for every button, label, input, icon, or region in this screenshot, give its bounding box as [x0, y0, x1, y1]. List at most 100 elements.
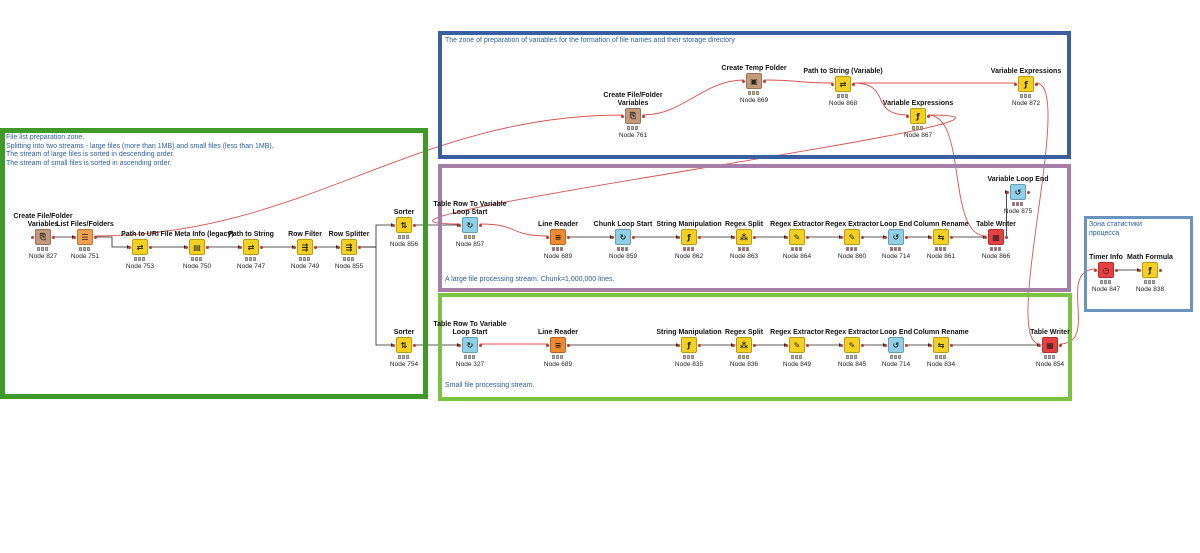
variable-port-out[interactable] — [567, 236, 570, 239]
variable-port-out[interactable] — [1059, 344, 1062, 347]
folder-variables-icon[interactable]: ⎘ — [625, 108, 641, 124]
variable-port-in[interactable] — [1014, 83, 1017, 86]
node-n857[interactable]: Table Row To Variable Loop Start↻Node 85… — [433, 190, 506, 254]
variable-port-out[interactable] — [852, 83, 855, 86]
variable-port-out[interactable] — [950, 344, 953, 347]
variable-port-in[interactable] — [293, 246, 296, 249]
loop-start-icon[interactable]: ↻ — [615, 229, 631, 245]
node-n747[interactable]: Path to String⇄Node 747 — [216, 212, 286, 276]
variable-port-in[interactable] — [337, 246, 340, 249]
regex-extractor-icon[interactable]: ✎ — [844, 337, 860, 353]
variable-connection[interactable] — [642, 79, 745, 116]
node-n327[interactable]: Table Row To Variable Loop Start↻Node 32… — [433, 310, 506, 374]
variable-port-out[interactable] — [567, 344, 570, 347]
variable-port-in[interactable] — [621, 115, 624, 118]
node-n836[interactable]: Regex Split⁂Node 836 — [709, 310, 779, 374]
variable-port-out[interactable] — [1005, 236, 1008, 239]
variable-port-out[interactable] — [413, 344, 416, 347]
data-connection[interactable] — [358, 246, 395, 347]
string-manipulation-icon[interactable]: ƒ — [681, 229, 697, 245]
variable-connection[interactable] — [927, 114, 987, 237]
zone-variables-preparation[interactable]: The zone of preparation of variables for… — [438, 31, 1071, 159]
node-n754[interactable]: Sorter⇅Node 754 — [369, 310, 439, 374]
node-n714a[interactable]: Loop End↺Node 714 — [861, 202, 931, 266]
variable-port-out[interactable] — [763, 80, 766, 83]
data-connection[interactable] — [94, 236, 131, 249]
variable-port-out[interactable] — [753, 344, 756, 347]
node-n866[interactable]: Table Writer▦Node 866 — [961, 202, 1031, 266]
variable-port-in[interactable] — [929, 344, 932, 347]
math-formula-icon[interactable]: ƒ — [1142, 262, 1158, 278]
variable-port-in[interactable] — [392, 224, 395, 227]
regex-split-icon[interactable]: ⁂ — [736, 229, 752, 245]
column-rename-icon[interactable]: ⇆ — [933, 337, 949, 353]
column-rename-icon[interactable]: ⇆ — [933, 229, 949, 245]
node-n827[interactable]: Create File/Folder Variables⎘Node 827 — [8, 202, 78, 266]
node-n761[interactable]: Create File/Folder Variables⎘Node 761 — [598, 81, 668, 145]
variable-port-out[interactable] — [413, 224, 416, 227]
variable-port-in[interactable] — [128, 246, 131, 249]
variable-port-in[interactable] — [906, 115, 909, 118]
regex-extractor-icon[interactable]: ✎ — [844, 229, 860, 245]
node-n854[interactable]: Table Writer▦Node 854 — [1015, 310, 1085, 374]
node-n847[interactable]: Timer Info◷Node 847 — [1071, 235, 1141, 299]
zone-large-file-stream[interactable]: A large file processing stream. Chunk=1,… — [438, 164, 1071, 292]
row-splitter-icon[interactable]: ⇶ — [341, 239, 357, 255]
node-n689a[interactable]: Line Reader≡Node 689 — [523, 202, 593, 266]
node-n749[interactable]: Row Filter⇶Node 749 — [270, 212, 340, 276]
variable-connection[interactable] — [1027, 82, 1049, 345]
variable-port-in[interactable] — [984, 236, 987, 239]
node-n860[interactable]: Regex Extractor✎Node 860 — [817, 202, 887, 266]
timer-info-icon[interactable]: ◷ — [1098, 262, 1114, 278]
variable-port-out[interactable] — [1027, 191, 1030, 194]
variable-port-out[interactable] — [1115, 269, 1118, 272]
loop-end-icon[interactable]: ↺ — [888, 229, 904, 245]
table-writer-icon[interactable]: ▦ — [1042, 337, 1058, 353]
variable-port-out[interactable] — [358, 246, 361, 249]
variable-port-in[interactable] — [732, 236, 735, 239]
list-files-icon[interactable]: ☰ — [77, 229, 93, 245]
node-n861[interactable]: Column Rename⇆Node 861 — [906, 202, 976, 266]
variable-port-in[interactable] — [840, 344, 843, 347]
node-n753[interactable]: Path to URI⇄Node 753 — [105, 212, 175, 276]
node-n855[interactable]: Row Splitter⇶Node 855 — [314, 212, 384, 276]
variable-port-in[interactable] — [1038, 344, 1041, 347]
folder-variables-icon[interactable]: ⎘ — [35, 229, 51, 245]
regex-extractor-icon[interactable]: ✎ — [789, 337, 805, 353]
zone-process-statistics[interactable]: Зона статистики процесса — [1084, 216, 1193, 312]
variable-connection[interactable] — [94, 114, 624, 237]
variable-port-out[interactable] — [1159, 269, 1162, 272]
variable-port-out[interactable] — [52, 236, 55, 239]
variable-expressions-icon[interactable]: ƒ — [910, 108, 926, 124]
loop-end-icon[interactable]: ↺ — [888, 337, 904, 353]
node-n845[interactable]: Regex Extractor✎Node 845 — [817, 310, 887, 374]
variable-port-out[interactable] — [905, 236, 908, 239]
node-n875[interactable]: Variable Loop End↺Node 875 — [983, 157, 1053, 221]
node-n863[interactable]: Regex Split⁂Node 863 — [709, 202, 779, 266]
path-to-string-icon[interactable]: ⇄ — [243, 239, 259, 255]
variable-port-out[interactable] — [905, 344, 908, 347]
variable-port-in[interactable] — [546, 344, 549, 347]
variable-port-out[interactable] — [950, 236, 953, 239]
variable-port-in[interactable] — [239, 246, 242, 249]
node-n864[interactable]: Regex Extractor✎Node 864 — [762, 202, 832, 266]
variable-port-in[interactable] — [785, 344, 788, 347]
variable-port-out[interactable] — [479, 344, 482, 347]
variable-port-in[interactable] — [185, 246, 188, 249]
path-to-string-icon[interactable]: ⇄ — [835, 76, 851, 92]
variable-port-out[interactable] — [632, 236, 635, 239]
variable-connection[interactable] — [852, 82, 909, 116]
variable-port-out[interactable] — [642, 115, 645, 118]
variable-port-out[interactable] — [314, 246, 317, 249]
variable-port-in[interactable] — [31, 236, 34, 239]
loop-end-icon[interactable]: ↺ — [1010, 184, 1026, 200]
node-n859[interactable]: Chunk Loop Start↻Node 859 — [588, 202, 658, 266]
file-meta-icon[interactable]: ▤ — [189, 239, 205, 255]
variable-port-in[interactable] — [732, 344, 735, 347]
variable-port-out[interactable] — [206, 246, 209, 249]
variable-port-in[interactable] — [831, 83, 834, 86]
